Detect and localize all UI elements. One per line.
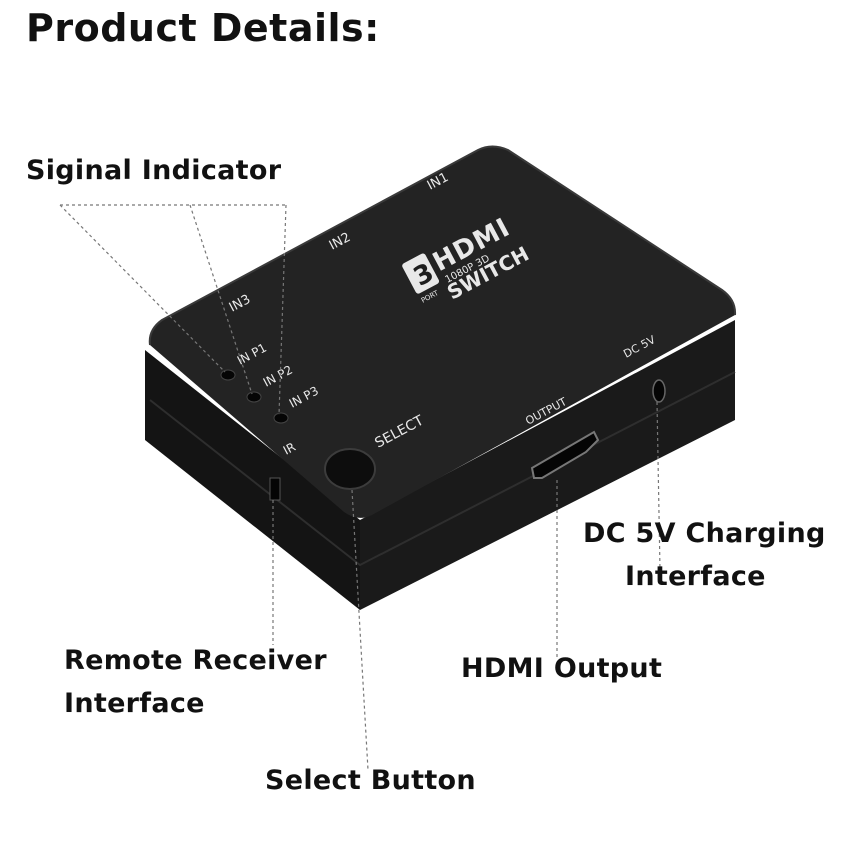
select-button[interactable] [324, 448, 376, 490]
hdmi-logo: 3 HDMI 1080P 3D PORT [402, 213, 515, 305]
dc-charging-callout-line2: Interface [625, 561, 766, 592]
led-in3-icon [273, 412, 289, 424]
remote-receiver-callout-line1: Remote Receiver [64, 645, 327, 676]
remote-receiver-callout-line2: Interface [64, 688, 205, 719]
ir-label: IR [281, 440, 298, 458]
page-title: Product Details: [26, 6, 380, 50]
dc-charging-callout-line1: DC 5V Charging [583, 518, 826, 549]
dc-port-icon [652, 379, 666, 403]
hdmi-port-icon [530, 430, 600, 479]
hdmi-output-callout: HDMI Output [461, 653, 663, 684]
led-in2-icon [246, 391, 262, 403]
leader-lines [59, 204, 661, 771]
device-top-face [149, 146, 736, 518]
ir-receiver-icon [269, 477, 281, 501]
led-in1-icon [220, 369, 236, 381]
signal-indicator-callout: Siginal Indicator [26, 155, 282, 186]
select-button-callout: Select Button [265, 765, 476, 796]
